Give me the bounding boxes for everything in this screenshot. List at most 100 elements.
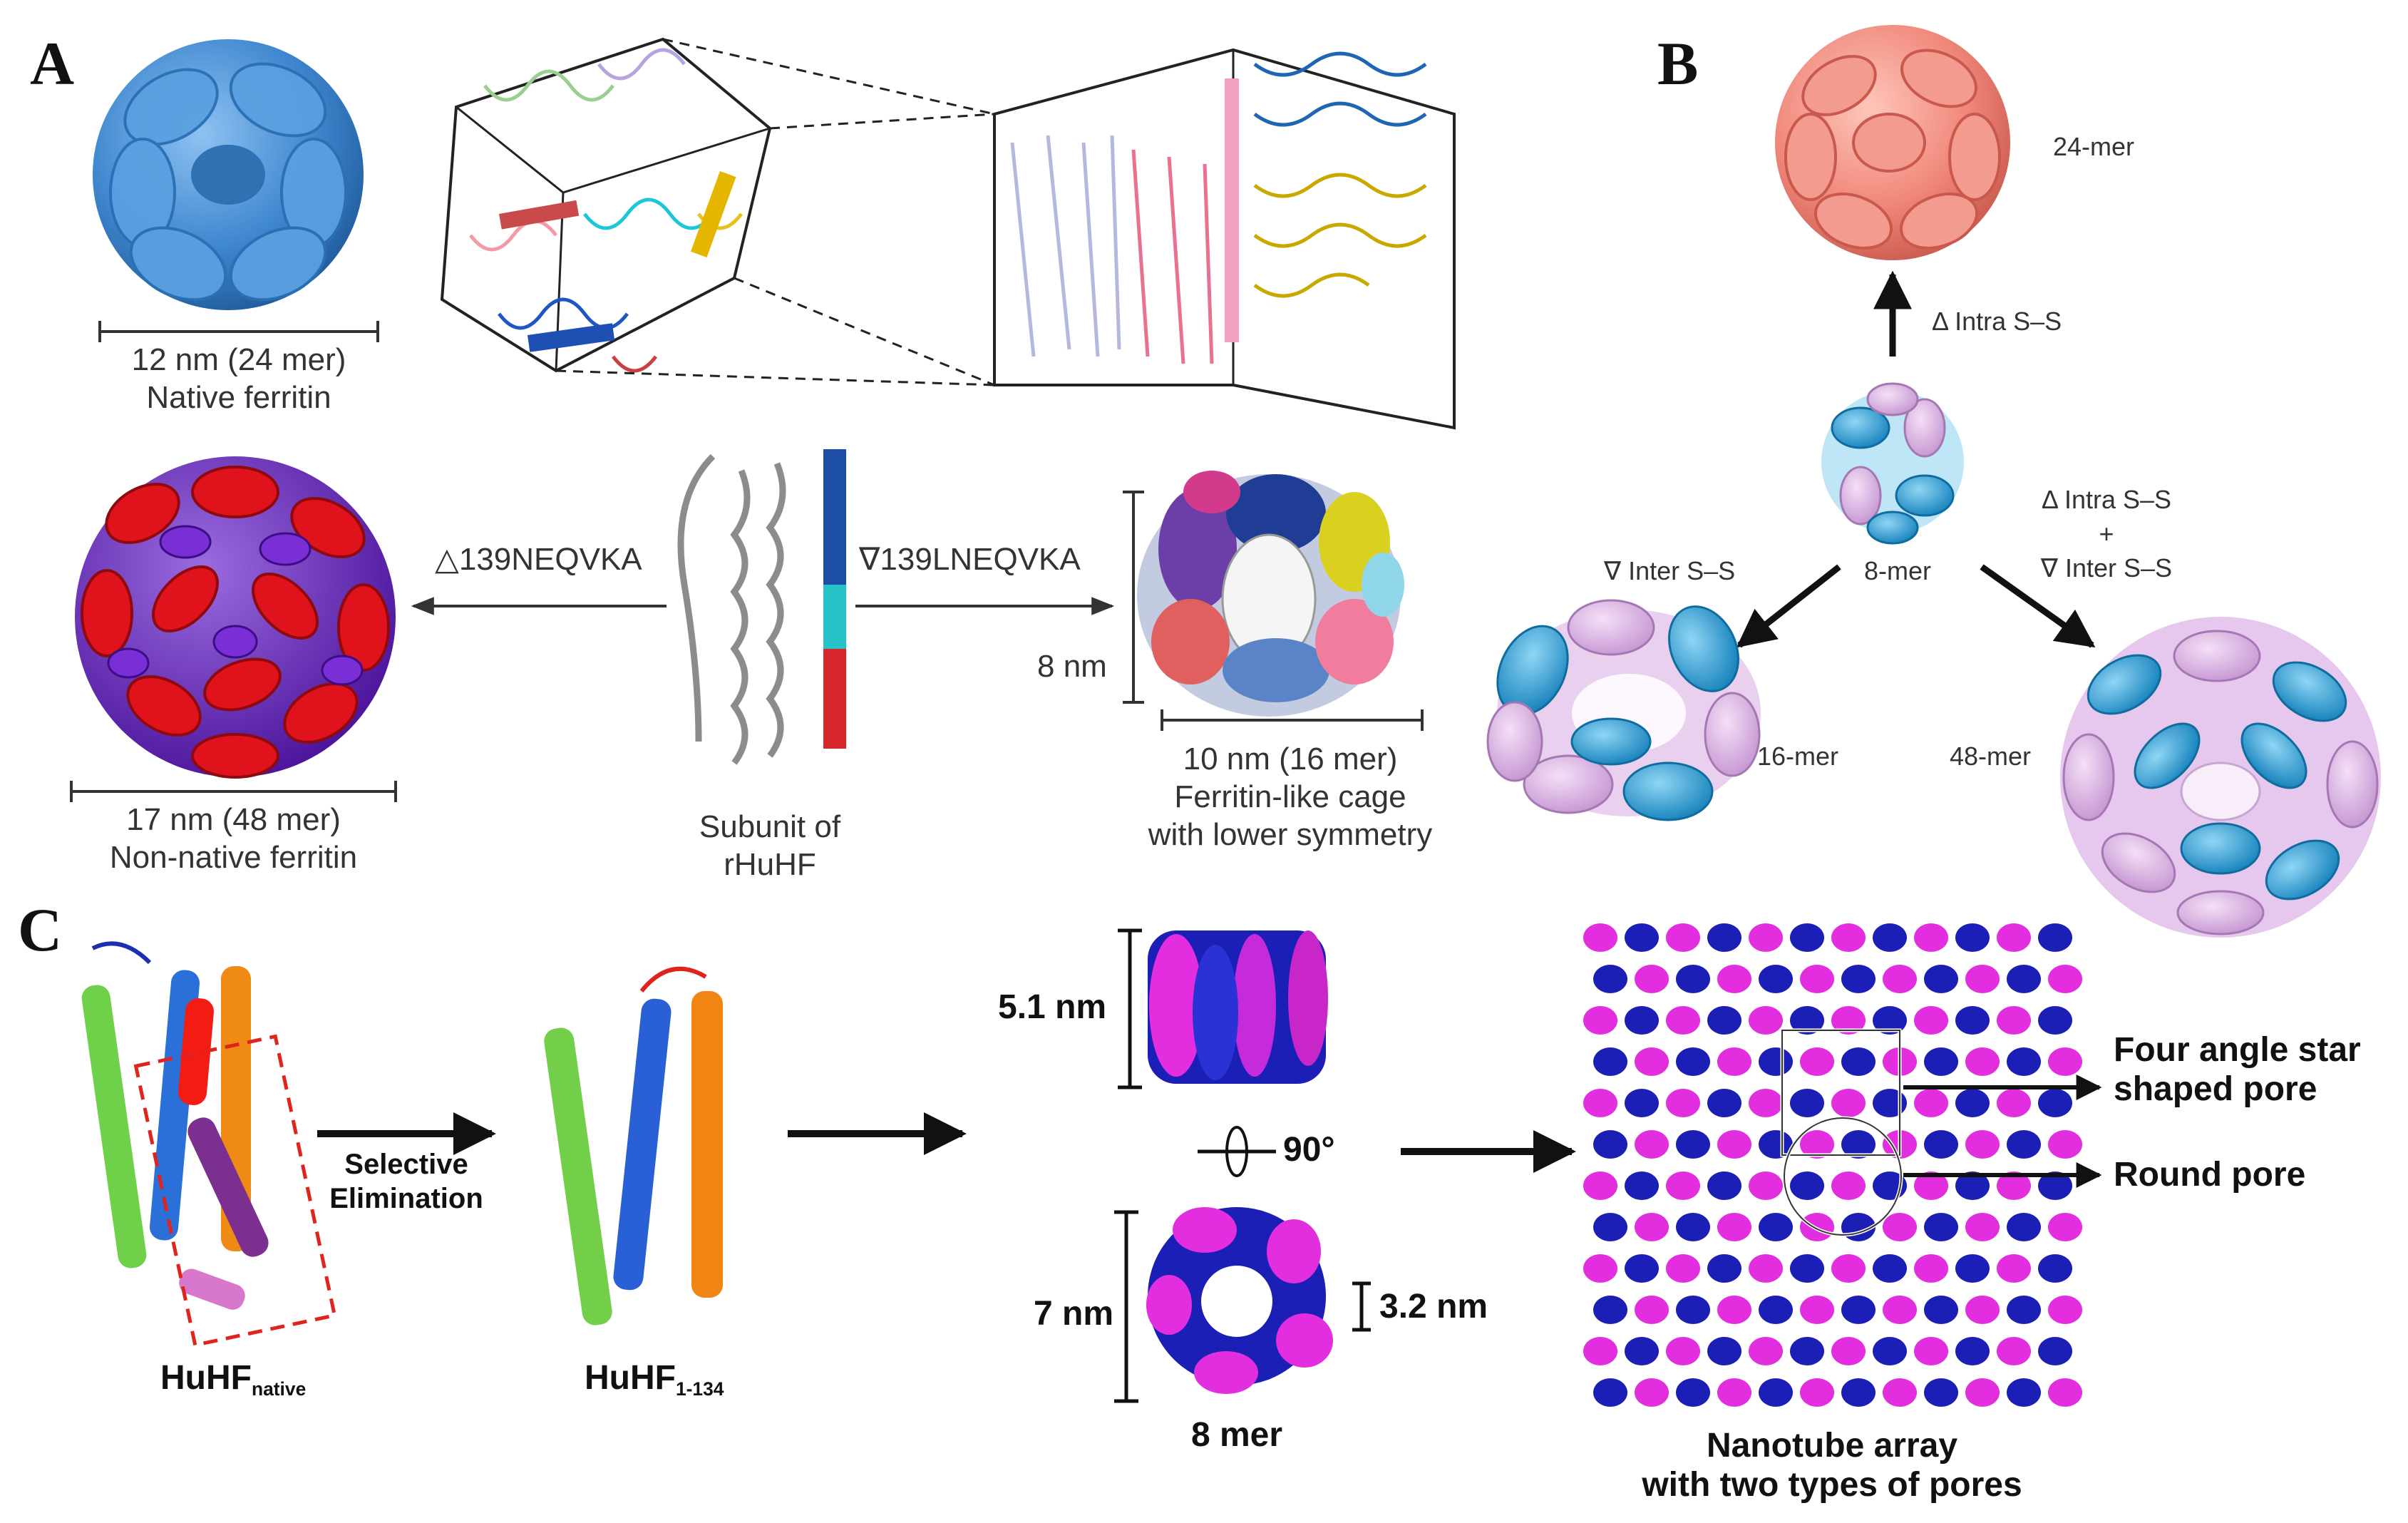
array-subunit [1759, 1047, 1793, 1076]
array-subunit [1997, 1337, 2031, 1365]
mer8-c-label: 8 mer [1190, 1416, 1283, 1454]
array-subunit [1717, 965, 1751, 993]
intra-label: Δ Intra S–S [1932, 307, 2062, 336]
array-subunit [1749, 1006, 1783, 1035]
array-subunit [2007, 1378, 2041, 1407]
dimer-zoom-box [993, 48, 1456, 430]
array-subunit [1965, 965, 2000, 993]
array-subunit [1583, 1337, 1617, 1365]
array-subunit [1955, 1006, 1990, 1035]
array-subunit [1914, 1089, 1948, 1117]
mer8-label: 8-mer [1864, 556, 1932, 585]
array-subunit [1717, 1130, 1751, 1159]
array-subunit [1914, 1337, 1948, 1365]
array-subunit [1831, 1337, 1866, 1365]
panel-letter-a: A [30, 29, 75, 98]
lower-symmetry-cage [1137, 471, 1404, 717]
mer16-label: 16-mer [1757, 742, 1839, 771]
height-7-label: 7 nm [1034, 1295, 1114, 1333]
array-subunit [2007, 1047, 2041, 1076]
array-subunit [2048, 1213, 2082, 1241]
subunit-line1: Subunit of [699, 809, 841, 844]
mer8-side-view [1148, 930, 1328, 1084]
inter-combo-label: ∇ Inter S–S [2040, 553, 2173, 583]
array-subunit [1955, 1089, 1990, 1117]
array-subunit [1676, 1047, 1710, 1076]
array-subunit [1676, 965, 1710, 993]
array-subunit [1997, 1254, 2031, 1283]
array-subunit [1593, 965, 1627, 993]
array-subunit [1625, 1006, 1659, 1035]
array-subunit [1759, 1130, 1793, 1159]
array-subunit [1707, 1006, 1741, 1035]
array-subunit [1790, 1171, 1824, 1200]
array-subunit [1873, 1089, 1907, 1117]
pore-32-label: 3.2 nm [1379, 1288, 1488, 1325]
array-subunit [1625, 1171, 1659, 1200]
array-subunit [1831, 1254, 1866, 1283]
array-subunit [1635, 1047, 1669, 1076]
array-subunit [1790, 1337, 1824, 1365]
nonnative-ferritin-sphere [75, 456, 396, 779]
array-subunit [2038, 1171, 2072, 1200]
array-subunit [1955, 923, 1990, 952]
array-subunit [2007, 1213, 2041, 1241]
array-subunit [1841, 1378, 1876, 1407]
huhf-truncated-label: HuHF1-134 [585, 1359, 724, 1400]
native-name-label: Native ferritin [146, 380, 331, 415]
array-subunit [1717, 1296, 1751, 1324]
array-subunit [1635, 1296, 1669, 1324]
array-subunit [1593, 1047, 1627, 1076]
array-subunit [1831, 1006, 1866, 1035]
panel-letter-b: B [1657, 29, 1699, 98]
array-line1: Nanotube array [1706, 1427, 1958, 1465]
array-subunit [2038, 1089, 2072, 1117]
array-subunit [1955, 1171, 1990, 1200]
array-subunit [1707, 1254, 1741, 1283]
nanotube-array [1583, 923, 2082, 1407]
array-subunit [1717, 1047, 1751, 1076]
mer24-label: 24-mer [2053, 132, 2135, 161]
huhf-truncated-structure [544, 966, 723, 1325]
nonnative-name-label: Non-native ferritin [109, 840, 358, 875]
array-subunit [1676, 1296, 1710, 1324]
array-subunit [1800, 1296, 1834, 1324]
array-subunit [1593, 1213, 1627, 1241]
array-subunit [1841, 1047, 1876, 1076]
height-51-label: 5.1 nm [998, 988, 1107, 1026]
array-subunit [2038, 923, 2072, 952]
array-subunit [1914, 1006, 1948, 1035]
array-subunit [1914, 1254, 1948, 1283]
array-subunit [1883, 965, 1917, 993]
deletion-label: △139NEQVKA [435, 542, 642, 577]
array-subunit [1997, 1006, 2031, 1035]
array-subunit [2038, 1337, 2072, 1365]
array-subunit [1997, 1171, 2031, 1200]
array-subunit [1666, 1171, 1700, 1200]
array-subunit [1965, 1130, 2000, 1159]
array-subunit [1676, 1378, 1710, 1407]
cage-height-label: 8 nm [1037, 649, 1107, 684]
array-subunit [1593, 1378, 1627, 1407]
star-pore-line2: shaped pore [2114, 1070, 2317, 1108]
subunit-ribbon [677, 449, 846, 765]
array-subunit [1831, 923, 1866, 952]
array-subunit [1924, 965, 1958, 993]
array-subunit [1841, 1130, 1876, 1159]
array-subunit [1707, 1171, 1741, 1200]
array-subunit [1635, 965, 1669, 993]
array-subunit [1666, 1006, 1700, 1035]
array-subunit [1965, 1378, 2000, 1407]
array-subunit [1831, 1089, 1866, 1117]
array-subunit [1790, 1254, 1824, 1283]
rotation-icon [1198, 1126, 1276, 1177]
ferritin-ribbon-cage [440, 37, 772, 373]
insertion-label: ∇139LNEQVKA [859, 542, 1081, 577]
cage-size-label: 10 nm (16 mer) [1183, 742, 1398, 776]
array-subunit [1790, 1006, 1824, 1035]
array-subunit [1914, 923, 1948, 952]
array-subunit [1635, 1213, 1669, 1241]
array-subunit [1841, 965, 1876, 993]
array-subunit [1965, 1296, 2000, 1324]
